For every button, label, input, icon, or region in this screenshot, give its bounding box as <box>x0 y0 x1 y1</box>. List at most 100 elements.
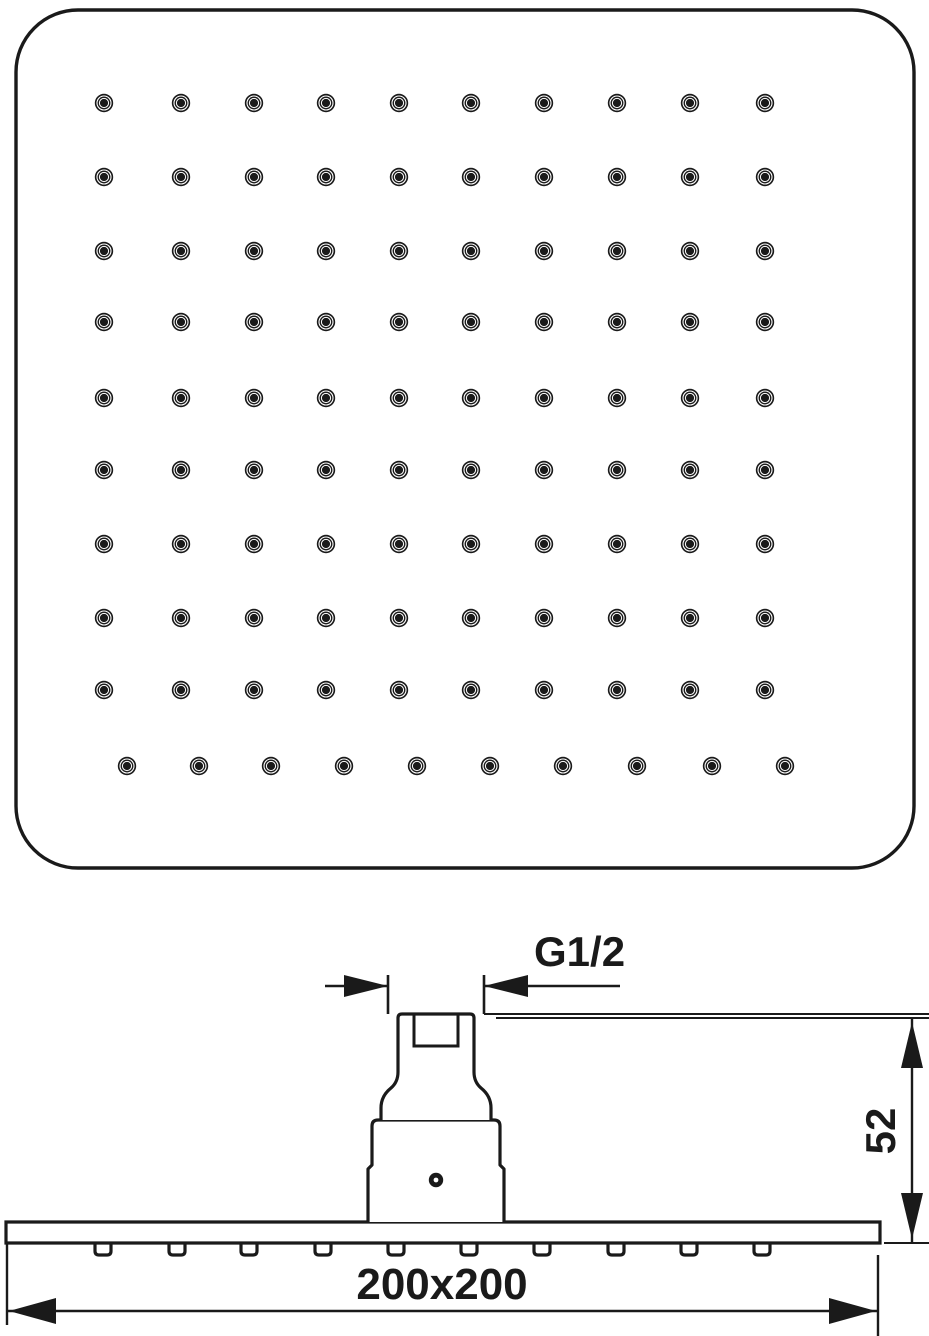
nozzle <box>534 241 554 261</box>
nozzle <box>755 460 775 480</box>
nozzle <box>389 241 409 261</box>
nozzle <box>680 241 700 261</box>
nozzle <box>316 460 336 480</box>
nozzle <box>407 756 427 776</box>
nozzle <box>389 312 409 332</box>
nozzle <box>534 680 554 700</box>
nozzle <box>94 167 114 187</box>
nozzle <box>389 534 409 554</box>
width-dimension: 200x200 <box>5 1243 880 1336</box>
arrowhead-top <box>901 1022 923 1068</box>
nozzle <box>316 241 336 261</box>
nozzle <box>607 241 627 261</box>
nozzle <box>680 534 700 554</box>
nozzle <box>534 388 554 408</box>
nozzle <box>244 93 264 113</box>
nozzle <box>607 312 627 332</box>
arrowhead-right <box>484 975 528 997</box>
nozzle <box>755 312 775 332</box>
nozzle <box>316 608 336 628</box>
nozzle <box>389 680 409 700</box>
nozzle <box>171 608 191 628</box>
nozzle <box>680 312 700 332</box>
nozzle <box>334 756 354 776</box>
nozzle <box>171 167 191 187</box>
nozzle <box>534 608 554 628</box>
side-view <box>4 1012 882 1257</box>
nozzle <box>244 460 264 480</box>
nozzle <box>244 388 264 408</box>
nozzle <box>94 534 114 554</box>
nozzle <box>607 608 627 628</box>
nozzle <box>244 241 264 261</box>
nozzle <box>627 756 647 776</box>
nozzle <box>553 756 573 776</box>
nozzle <box>775 756 795 776</box>
nozzle <box>171 680 191 700</box>
nozzle <box>316 312 336 332</box>
arrowhead-bottom <box>901 1193 923 1239</box>
nozzle <box>94 460 114 480</box>
height-dimension: 52 <box>496 1017 929 1244</box>
nozzle <box>680 167 700 187</box>
nozzle <box>244 167 264 187</box>
nozzle <box>171 93 191 113</box>
thread-dimension-label: G1/2 <box>534 928 625 975</box>
nozzle <box>534 534 554 554</box>
nozzle <box>171 534 191 554</box>
nozzle <box>607 93 627 113</box>
nozzle <box>461 460 481 480</box>
nozzle <box>261 756 281 776</box>
nozzle <box>534 312 554 332</box>
nozzle <box>244 608 264 628</box>
nozzle <box>755 534 775 554</box>
nozzle <box>680 93 700 113</box>
nozzle <box>316 167 336 187</box>
nozzle <box>171 241 191 261</box>
plate-edge-profile <box>4 1220 882 1245</box>
nozzle <box>171 460 191 480</box>
nozzle <box>680 680 700 700</box>
nozzle <box>244 312 264 332</box>
nozzle <box>389 93 409 113</box>
nozzle <box>607 460 627 480</box>
nozzle <box>461 388 481 408</box>
height-dimension-label: 52 <box>857 1108 904 1155</box>
thread-dimension: G1/2 <box>325 928 929 1015</box>
nozzle <box>171 388 191 408</box>
nozzle <box>94 388 114 408</box>
nozzle <box>461 93 481 113</box>
nozzle <box>607 680 627 700</box>
nozzle <box>680 460 700 480</box>
nozzle <box>316 680 336 700</box>
thread-neck <box>379 1012 493 1120</box>
nozzle <box>607 167 627 187</box>
nozzle <box>389 388 409 408</box>
nozzle <box>461 241 481 261</box>
neck-outline <box>379 1012 493 1120</box>
nozzle <box>534 460 554 480</box>
arrowhead-left <box>9 1298 56 1324</box>
nozzle <box>480 756 500 776</box>
nozzle <box>189 756 209 776</box>
arrowhead-left <box>344 975 388 997</box>
nozzle <box>316 93 336 113</box>
nozzle <box>461 608 481 628</box>
nozzle <box>607 534 627 554</box>
width-dimension-label: 200x200 <box>356 1260 527 1309</box>
nozzle <box>461 680 481 700</box>
nozzle <box>94 608 114 628</box>
nozzle <box>389 608 409 628</box>
nozzle <box>755 93 775 113</box>
top-view <box>14 8 916 870</box>
arrowhead-right <box>829 1298 876 1324</box>
nozzle <box>534 167 554 187</box>
thread-bore <box>412 1014 460 1048</box>
nozzle <box>461 167 481 187</box>
nozzle <box>171 312 191 332</box>
nozzle <box>755 680 775 700</box>
nozzle <box>117 756 137 776</box>
pin-hole-inner <box>433 1177 439 1183</box>
